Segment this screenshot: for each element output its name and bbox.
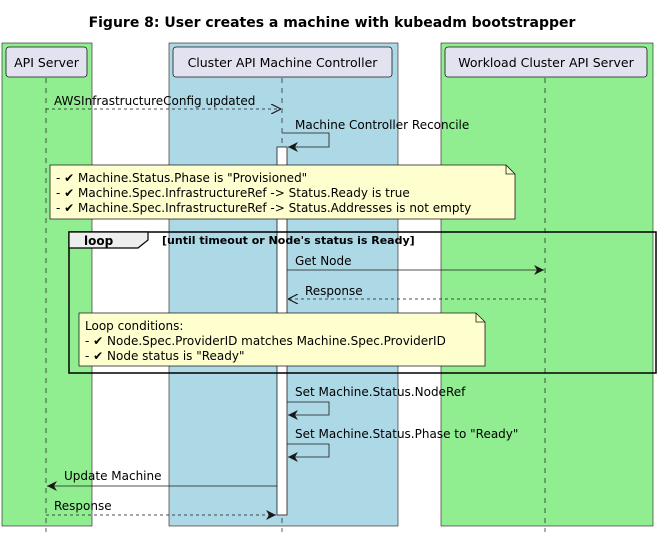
message-label-4: Response	[305, 284, 363, 298]
note-provisioned-line-3: - ✔ Machine.Spec.InfrastructureRef -> St…	[56, 201, 471, 215]
note-loop-conditions-line-1: Loop conditions:	[85, 319, 183, 333]
message-label-3: Get Node	[295, 254, 352, 268]
message-label-6: Set Machine.Status.Phase to "Ready"	[295, 427, 518, 441]
participant-api-server: API Server	[5, 46, 88, 78]
participant-controller-label: Cluster API Machine Controller	[188, 55, 379, 70]
note-loop-conditions-line-2: - ✔ Node.Spec.ProviderID matches Machine…	[85, 334, 446, 348]
participant-workload: Workload Cluster API Server	[444, 46, 648, 78]
note-provisioned-line-2: - ✔ Machine.Spec.InfrastructureRef -> St…	[56, 186, 410, 200]
message-label-7: Update Machine	[64, 469, 162, 483]
participant-controller: Cluster API Machine Controller	[172, 46, 393, 78]
loop-guard: [until timeout or Node's status is Ready…	[162, 234, 415, 247]
note-loop-conditions: Loop conditions: - ✔ Node.Spec.ProviderI…	[78, 312, 486, 367]
participant-workload-label: Workload Cluster API Server	[458, 55, 634, 70]
message-label-8: Response	[54, 499, 112, 513]
note-provisioned: - ✔ Machine.Status.Phase is "Provisioned…	[49, 164, 516, 220]
note-provisioned-line-1: - ✔ Machine.Status.Phase is "Provisioned…	[56, 171, 307, 185]
message-label-5: Set Machine.Status.NodeRef	[295, 385, 466, 399]
api-server-box	[1, 42, 93, 527]
message-arrow-6	[287, 443, 330, 462]
loop-keyword: loop	[84, 234, 114, 248]
message-label-1: AWSInfrastructureConfig updated	[54, 94, 255, 108]
diagram-title: Figure 8: User creates a machine with ku…	[89, 15, 576, 31]
participant-api-server-label: API Server	[14, 55, 80, 70]
message-arrow-5	[287, 401, 330, 420]
message-label-2: Machine Controller Reconcile	[295, 118, 469, 132]
loop-frame: loop [until timeout or Node's status is …	[68, 231, 657, 374]
note-loop-conditions-line-3: - ✔ Node status is "Ready"	[85, 349, 245, 363]
workload-box	[440, 42, 654, 527]
message-arrow-2	[282, 132, 330, 152]
